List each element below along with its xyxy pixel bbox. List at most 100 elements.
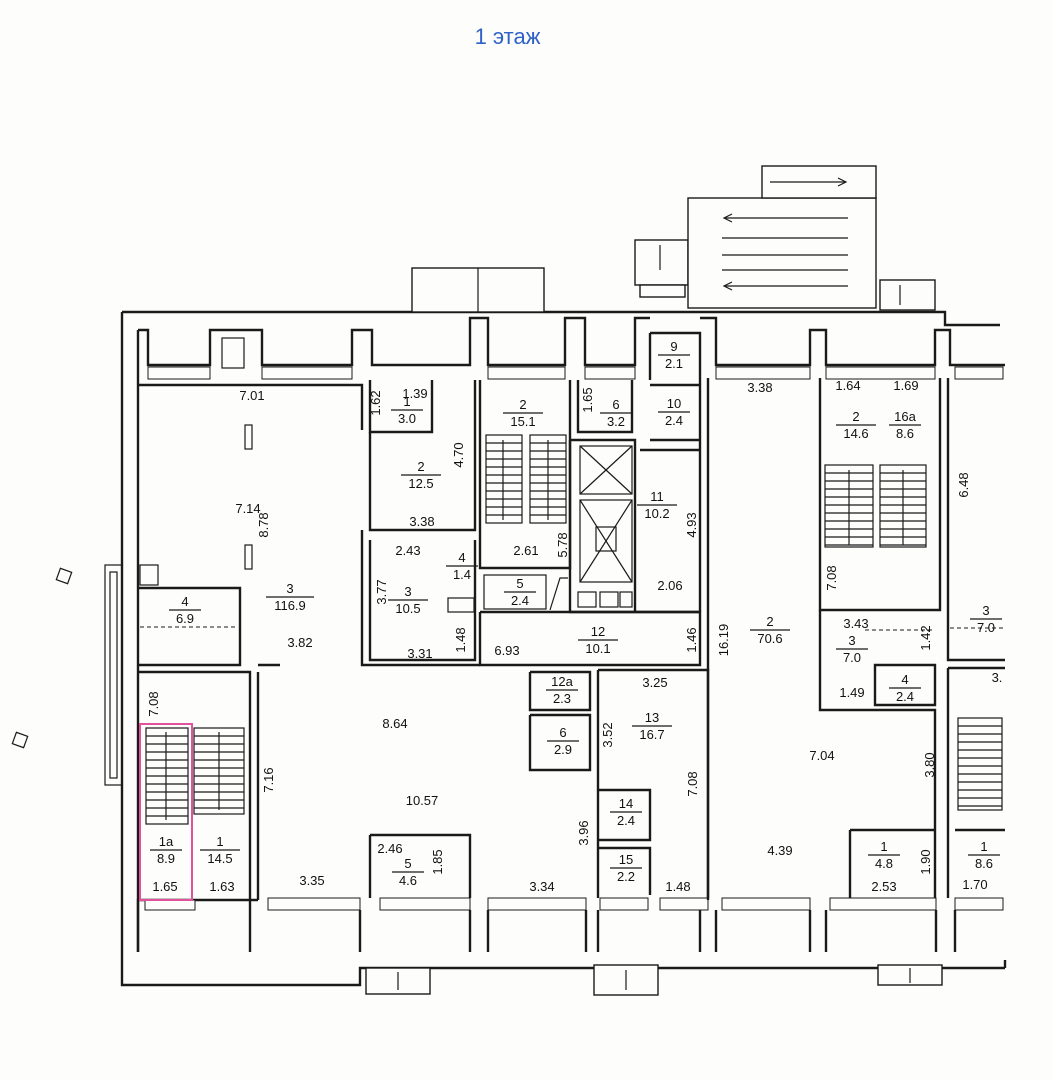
room-area: 7.0 xyxy=(977,620,995,635)
room-area: 116.9 xyxy=(274,598,306,613)
room-area: 8.9 xyxy=(157,851,175,866)
room-area: 4.8 xyxy=(875,856,893,871)
dimension-label: 1.42 xyxy=(918,625,933,650)
room-number: 3 xyxy=(982,603,989,618)
room-area: 1.4 xyxy=(453,567,471,582)
dimension-label: 3. xyxy=(992,670,1003,685)
room-number: 3 xyxy=(286,581,293,596)
lift-shafts xyxy=(447,445,633,613)
dimension-label: 1.64 xyxy=(835,378,860,393)
dimension-label: 3.34 xyxy=(529,879,554,894)
dimension-label: 8.78 xyxy=(256,512,271,537)
dimension-label: 1.62 xyxy=(368,390,383,415)
dimension-label: 1.65 xyxy=(580,387,595,412)
dimension-label: 8.64 xyxy=(382,716,407,731)
room-area: 70.6 xyxy=(757,631,782,646)
dimension-label: 7.14 xyxy=(235,501,260,516)
stair-flights xyxy=(145,434,1003,825)
room-area: 14.6 xyxy=(843,426,868,441)
dimension-label: 3.31 xyxy=(407,646,432,661)
dimension-label: 7.01 xyxy=(239,388,264,403)
room-number: 3 xyxy=(848,633,855,648)
dimension-label: 3.80 xyxy=(922,752,937,777)
room-area: 4.6 xyxy=(399,873,417,888)
dimension-label: 3.38 xyxy=(747,380,772,395)
room-number: 12а xyxy=(551,674,573,689)
dimension-label: 7.08 xyxy=(685,771,700,796)
dimension-label: 1.90 xyxy=(918,849,933,874)
dimension-label: 4.39 xyxy=(767,843,792,858)
room-number: 10 xyxy=(667,396,681,411)
dimension-label: 1.48 xyxy=(453,627,468,652)
dimension-label: 1.65 xyxy=(152,879,177,894)
room-area: 2.4 xyxy=(617,813,635,828)
details xyxy=(139,424,1003,901)
highlight-room-1a xyxy=(139,723,193,901)
dimension-label: 7.08 xyxy=(146,691,161,716)
room-number: 4 xyxy=(901,672,908,687)
room-number: 1 xyxy=(980,839,987,854)
dimension-label: 1.39 xyxy=(402,386,427,401)
dimension-label: 1.49 xyxy=(839,685,864,700)
room-area: 2.4 xyxy=(665,413,683,428)
room-area: 10.5 xyxy=(395,601,420,616)
dimension-label: 6.93 xyxy=(494,643,519,658)
dimension-label: 3.38 xyxy=(409,514,434,529)
dimension-label: 1.48 xyxy=(665,879,690,894)
dimension-label: 3.52 xyxy=(600,722,615,747)
room-area: 8.6 xyxy=(896,426,914,441)
marker-square xyxy=(11,731,29,749)
room-area: 2.4 xyxy=(511,593,529,608)
dimension-label: 2.46 xyxy=(377,841,402,856)
dimension-label: 7.16 xyxy=(261,767,276,792)
room-area: 14.5 xyxy=(207,851,232,866)
dimension-label: 2.43 xyxy=(395,543,420,558)
room-number: 9 xyxy=(670,339,677,354)
dimension-label: 3.43 xyxy=(843,616,868,631)
room-number: 6 xyxy=(612,397,619,412)
room-area: 7.0 xyxy=(843,650,861,665)
room-area: 8.6 xyxy=(975,856,993,871)
room-area: 15.1 xyxy=(510,414,535,429)
dimension-label: 3.82 xyxy=(287,635,312,650)
dimension-label: 1.69 xyxy=(893,378,918,393)
room-number: 5 xyxy=(404,856,411,871)
room-number: 1 xyxy=(403,394,410,409)
room-area: 10.2 xyxy=(644,506,669,521)
interior-walls xyxy=(138,331,1005,900)
dimension-label: 2.06 xyxy=(657,578,682,593)
marker-square xyxy=(55,567,73,585)
room-number: 2 xyxy=(519,397,526,412)
dimension-label: 2.61 xyxy=(513,543,538,558)
room-number: 16а xyxy=(894,409,916,424)
dimension-label: 7.08 xyxy=(824,565,839,590)
dimension-label: 3.96 xyxy=(576,820,591,845)
room-area: 2.9 xyxy=(554,742,572,757)
room-area: 3.0 xyxy=(398,411,416,426)
dimension-label: 1.63 xyxy=(209,879,234,894)
dimension-label: 10.57 xyxy=(406,793,439,808)
room-number: 1 xyxy=(880,839,887,854)
room-area: 2.2 xyxy=(617,869,635,884)
bottom-windows xyxy=(136,897,1004,996)
dimension-label: 16.19 xyxy=(716,624,731,657)
room-number: 1а xyxy=(159,834,174,849)
dimension-label: 4.70 xyxy=(451,442,466,467)
room-number: 12 xyxy=(591,624,605,639)
dimension-label: 1.85 xyxy=(430,849,445,874)
entrance-stairs xyxy=(411,165,936,313)
room-labels: 13.0212.5215.163.292.1102.41110.23116.94… xyxy=(150,339,1002,888)
dimension-label: 3.77 xyxy=(374,579,389,604)
room-area: 10.1 xyxy=(585,641,610,656)
room-number: 5 xyxy=(516,576,523,591)
room-area: 16.7 xyxy=(639,727,664,742)
top-windows xyxy=(138,316,1005,380)
room-number: 4 xyxy=(181,594,188,609)
room-area: 2.4 xyxy=(896,689,914,704)
dimension-label: 2.53 xyxy=(871,879,896,894)
room-number: 15 xyxy=(619,852,633,867)
room-number: 13 xyxy=(645,710,659,725)
room-number: 1 xyxy=(216,834,223,849)
